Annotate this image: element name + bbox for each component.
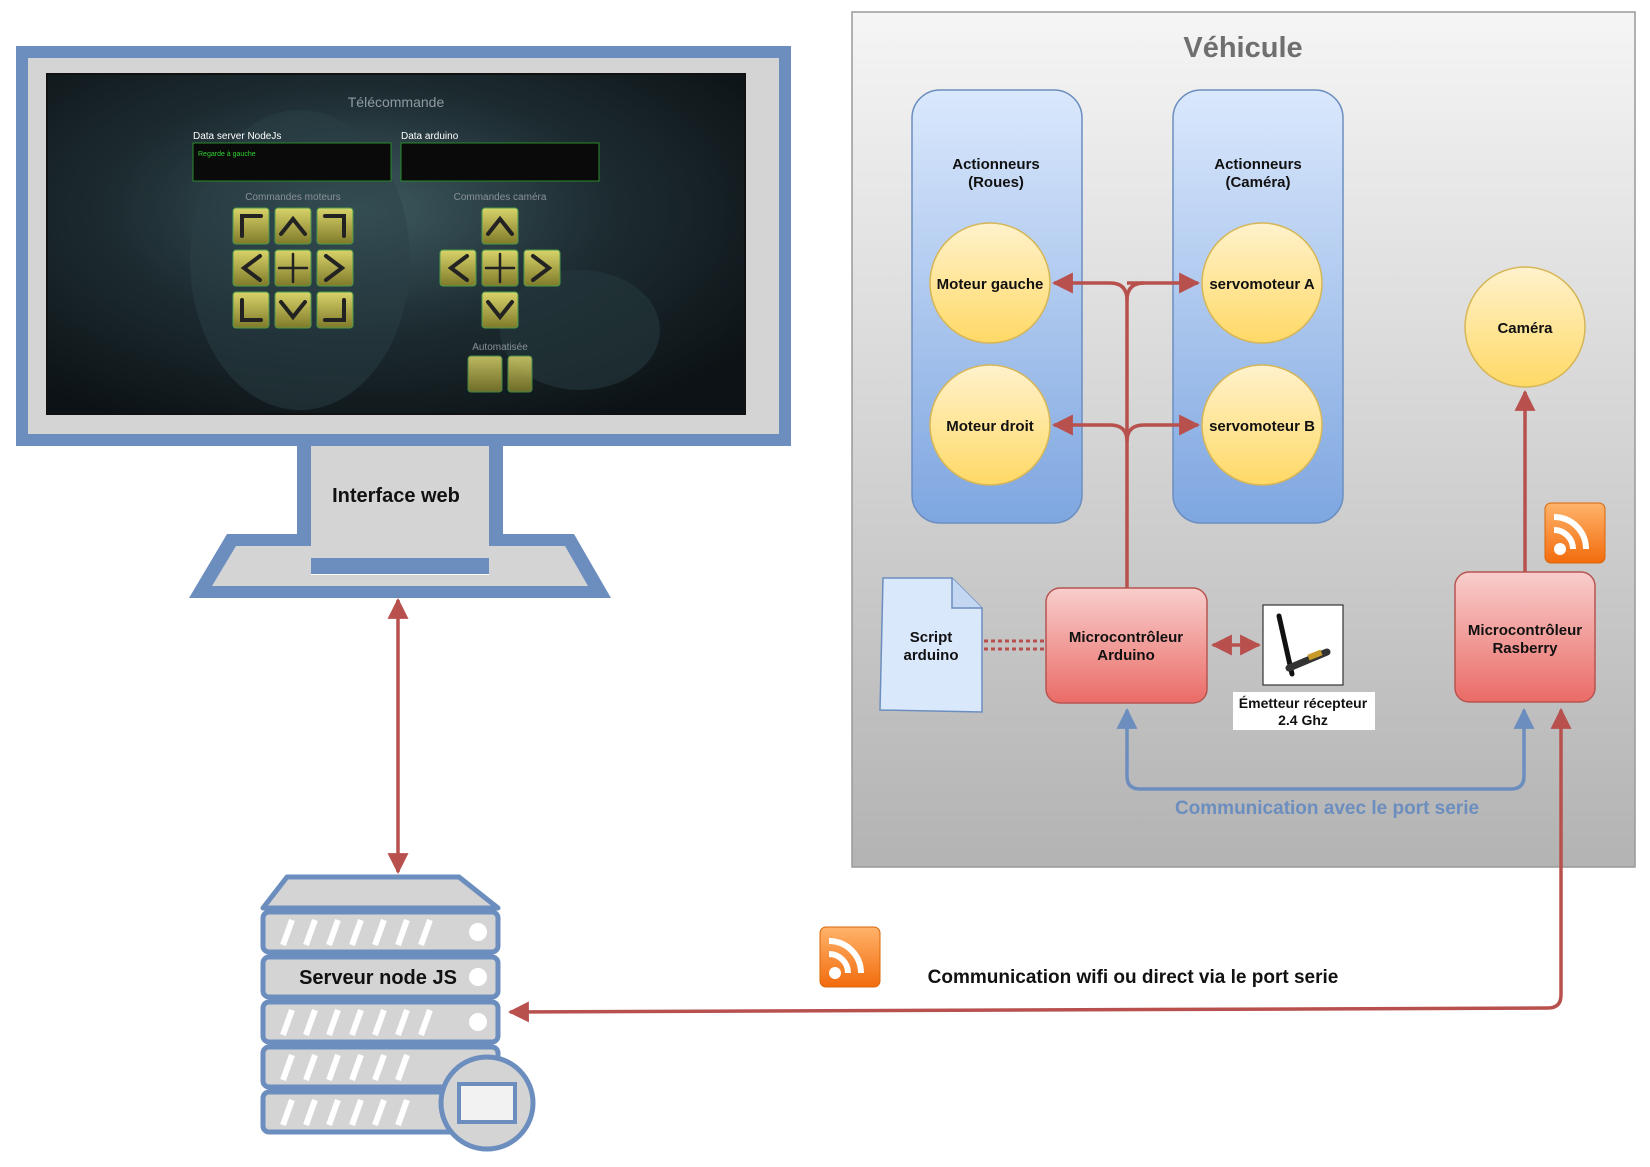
serial-comm-label: Communication avec le port serie xyxy=(1175,798,1479,819)
arduino-micro-node: Microcontrôleur Arduino xyxy=(1045,587,1208,704)
motor-up-right-button[interactable] xyxy=(316,207,354,245)
motor-right-button[interactable] xyxy=(316,249,354,287)
script-document: Script arduino xyxy=(879,577,983,713)
auto-controls xyxy=(467,355,533,393)
motor-up-left-button[interactable] xyxy=(232,207,270,245)
servo-a-node: servomoteur A xyxy=(1201,222,1323,344)
data-arduino-label: Data arduino xyxy=(401,131,459,142)
web-interface-screen: Télécommande Data server NodeJs Regarde … xyxy=(46,73,746,415)
camera-down-button[interactable] xyxy=(481,291,519,329)
arrow-up-icon xyxy=(279,215,307,236)
web-ui-title: Télécommande xyxy=(348,94,445,110)
rss-icon xyxy=(819,926,881,988)
motor-left-node: Moteur gauche xyxy=(929,222,1051,344)
camera-up-button[interactable] xyxy=(481,207,519,245)
motor-right-node: Moteur droit xyxy=(929,364,1051,486)
server-label: Serveur node JS xyxy=(299,967,457,989)
script-dotted-link xyxy=(984,639,1046,651)
camera-label: Caméra xyxy=(1497,320,1553,337)
actuators-camera-title: Actionneurs xyxy=(1214,156,1302,173)
servo-b-label: servomoteur B xyxy=(1209,418,1315,435)
actuators-wheels-subtitle: (Roues) xyxy=(968,174,1024,191)
motor-up-button[interactable] xyxy=(274,207,312,245)
transceiver-label-line1: Émetteur récepteur xyxy=(1239,695,1368,711)
actuators-camera-subtitle: (Caméra) xyxy=(1225,174,1290,191)
rasberry-label-line1: Microcontrôleur xyxy=(1468,622,1582,639)
vehicle-connections xyxy=(387,272,1572,1023)
vehicle-title: Véhicule xyxy=(1183,32,1302,64)
motor-left-label: Moteur gauche xyxy=(937,276,1044,293)
arrow-right-icon xyxy=(324,254,346,282)
data-arduino-field[interactable] xyxy=(400,142,600,182)
motor-down-button[interactable] xyxy=(274,291,312,329)
serial-link xyxy=(1116,707,1535,791)
arrow-down-left-icon xyxy=(240,298,263,322)
script-label-line1: Script xyxy=(910,629,953,646)
auto-mode-button[interactable] xyxy=(467,355,503,393)
arrow-right-icon xyxy=(531,254,553,282)
transceiver-node: Émetteur récepteur 2.4 Ghz xyxy=(1233,604,1375,730)
arrow-to-motor-left xyxy=(1051,272,1129,301)
data-server-value: Regarde à gauche xyxy=(198,151,256,158)
arrow-down-icon xyxy=(279,300,307,321)
arrow-up-left-icon xyxy=(240,214,263,238)
motor-controls-label: Commandes moteurs xyxy=(245,192,341,203)
motor-down-right-button[interactable] xyxy=(316,291,354,329)
arrow-up-icon xyxy=(486,215,514,236)
center-target-icon xyxy=(484,252,516,284)
rasberry-label-line2: Rasberry xyxy=(1492,640,1558,657)
arduino-label-line1: Microcontrôleur xyxy=(1069,629,1183,646)
wifi-comm-label: Communication wifi ou direct via le port… xyxy=(928,967,1339,988)
camera-pad-glyphs xyxy=(447,215,553,321)
motor-pad-glyphs xyxy=(240,214,346,322)
motor-right-label: Moteur droit xyxy=(946,418,1034,435)
rss-icon xyxy=(1544,502,1606,564)
script-label-line2: arduino xyxy=(904,647,959,664)
motor-down-left-button[interactable] xyxy=(232,291,270,329)
server-node: Serveur node JS xyxy=(260,874,536,1152)
data-server-field[interactable] xyxy=(192,142,392,182)
camera-left-button[interactable] xyxy=(439,249,477,287)
server-stripes xyxy=(280,918,433,1127)
auto-mode-button[interactable] xyxy=(507,355,533,393)
actuators-wheels-title: Actionneurs xyxy=(952,156,1040,173)
arrow-to-servo-b xyxy=(1125,414,1201,442)
camera-controls-label: Commandes caméra xyxy=(454,192,547,203)
web-interface-label: Interface web xyxy=(332,485,460,507)
server-led xyxy=(469,923,487,1031)
arduino-label-line2: Arduino xyxy=(1097,647,1155,664)
screen-icon xyxy=(438,1054,536,1152)
rasberry-micro-node: Microcontrôleur Rasberry xyxy=(1454,571,1596,703)
auto-label: Automatisée xyxy=(472,342,528,353)
data-server-label: Data server NodeJs xyxy=(193,131,281,142)
servo-b-node: servomoteur B xyxy=(1201,364,1323,486)
camera-node: Caméra xyxy=(1464,266,1586,388)
arrow-up-right-icon xyxy=(323,214,346,238)
arrow-left-icon xyxy=(240,254,262,282)
arrow-down-right-icon xyxy=(323,298,346,322)
arrow-down-icon xyxy=(486,300,514,321)
motor-left-button[interactable] xyxy=(232,249,270,287)
antenna-icon xyxy=(1276,613,1331,677)
arrow-left-icon xyxy=(447,254,469,282)
camera-right-button[interactable] xyxy=(523,249,561,287)
servo-a-label: servomoteur A xyxy=(1209,276,1314,293)
arrow-wifi-link xyxy=(507,707,1572,1023)
center-target-icon xyxy=(277,252,309,284)
transceiver-label-line2: 2.4 Ghz xyxy=(1278,712,1328,728)
camera-control-pad xyxy=(439,207,561,329)
